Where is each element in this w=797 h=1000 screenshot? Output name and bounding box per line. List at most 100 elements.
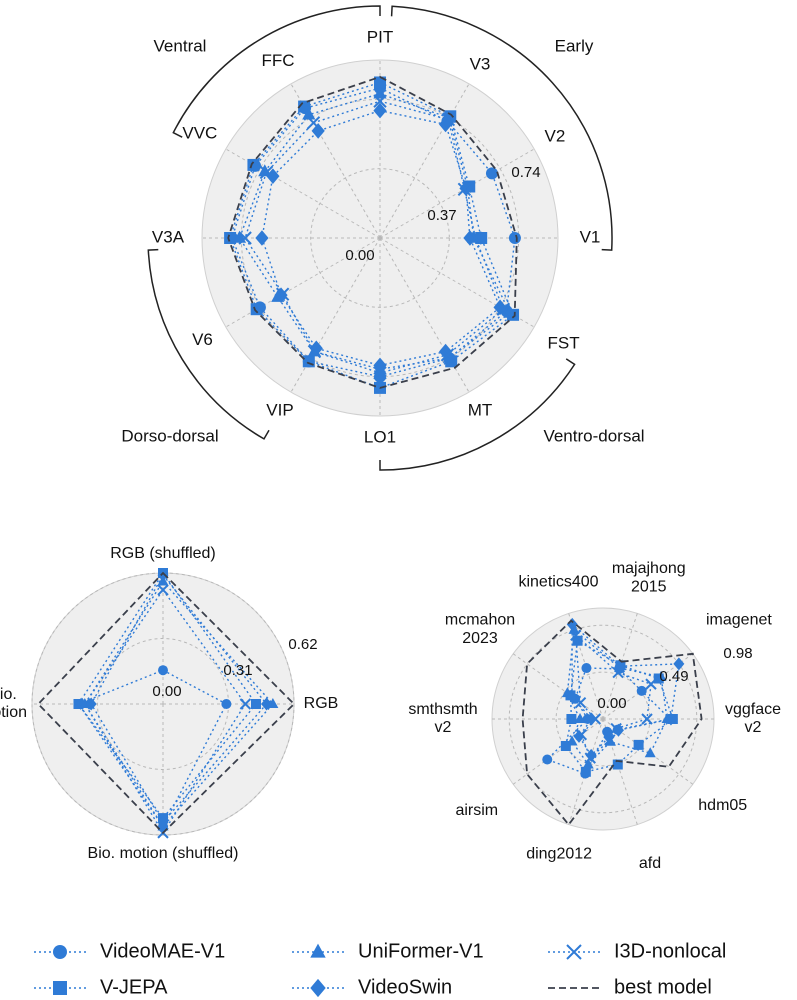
tick-label: 0.74 [511, 164, 540, 181]
data-point [247, 158, 260, 171]
group-bracket [390, 5, 613, 251]
axis-label: V1 [580, 227, 601, 246]
data-point [463, 230, 477, 246]
axis-label-line: vggface [725, 701, 781, 718]
series-line [546, 667, 672, 775]
axis-label-line: smthsmth [408, 701, 477, 718]
grid-spoke [512, 718, 604, 785]
data-point [373, 94, 387, 108]
data-point [157, 584, 169, 596]
data-point [575, 729, 588, 741]
data-point [645, 678, 657, 690]
data-point [306, 116, 321, 130]
data-point [250, 303, 263, 316]
data-point [311, 123, 325, 139]
tick-label: 0.00 [345, 247, 374, 264]
data-point [542, 754, 553, 765]
data-point [438, 116, 453, 133]
data-point [255, 230, 269, 246]
series-line [565, 639, 674, 773]
legend-label: VideoMAE-V1 [100, 940, 225, 962]
axis-label: FST [548, 333, 580, 352]
data-point [589, 713, 602, 725]
legend-marker [53, 981, 67, 995]
group-label: Early [555, 36, 594, 55]
data-point [250, 699, 261, 709]
data-point [307, 344, 322, 359]
data-point [580, 766, 591, 777]
axis-label: V6 [192, 330, 213, 349]
grid-spoke [512, 653, 604, 720]
grid-ring [555, 671, 651, 767]
axis-label-line: motion [0, 704, 27, 721]
axis-label: MT [468, 401, 493, 420]
data-point [259, 165, 274, 180]
legend-label: UniFormer-V1 [358, 940, 484, 962]
axis-label-line: v2 [745, 719, 762, 736]
data-point [157, 815, 169, 829]
axis-label: imagenet [706, 611, 772, 628]
data-point [604, 734, 616, 746]
best-model-line [37, 571, 296, 835]
legend-item: VideoSwin [292, 976, 452, 998]
group-label: Ventro-dorsal [543, 426, 644, 445]
data-point [641, 713, 653, 725]
axis-label: airsim [455, 802, 498, 819]
tick-label: 0.49 [659, 668, 688, 685]
data-point [566, 690, 578, 704]
data-point [665, 712, 677, 726]
data-point [468, 231, 483, 245]
data-point [614, 659, 626, 673]
legend-item: I3D-nonlocal [548, 940, 726, 962]
tick-label: 0.00 [597, 695, 626, 712]
axis-label-line: 2023 [462, 630, 498, 647]
axis-label: VIP [266, 401, 293, 420]
data-point [581, 663, 592, 674]
data-point [157, 568, 169, 582]
legend-label: best model [614, 976, 712, 998]
data-point [570, 629, 582, 641]
axis-label: V3 [470, 54, 491, 73]
data-point [503, 305, 517, 318]
data-point [238, 231, 252, 245]
axis-label: PIT [367, 27, 393, 46]
data-point [73, 699, 84, 709]
data-point [574, 713, 586, 723]
data-point [644, 747, 656, 758]
axis-label: hdm05 [698, 797, 747, 814]
data-point [560, 740, 571, 751]
axis-label: VVC [182, 123, 217, 142]
legend-item: V-JEPA [34, 976, 168, 998]
data-point [275, 287, 290, 301]
axis-label-line: v2 [435, 719, 452, 736]
data-point [572, 635, 583, 646]
tick-label: 0.00 [152, 683, 181, 700]
data-point [261, 697, 273, 711]
data-point [373, 86, 387, 99]
series-i3d-nonlocal [238, 94, 511, 380]
data-point [586, 712, 598, 726]
data-point [266, 168, 280, 184]
axis-label: afd [639, 855, 661, 872]
data-point [566, 714, 577, 724]
group-bracket [147, 248, 270, 440]
data-point [158, 665, 168, 676]
series-line [90, 573, 268, 824]
axis-label: RGB [304, 695, 339, 712]
axis-label-line: mcmahon [445, 612, 515, 629]
legend-marker [310, 978, 326, 998]
group-bracket [379, 358, 576, 471]
axis-label: kinetics400 [518, 573, 598, 590]
axis-label: ding2012 [526, 845, 592, 862]
series-line [77, 571, 257, 820]
tick-label: 0.31 [223, 662, 252, 679]
tick-label: 0.98 [723, 645, 752, 662]
data-point [457, 182, 472, 196]
data-point [496, 302, 511, 316]
data-point [612, 759, 623, 770]
